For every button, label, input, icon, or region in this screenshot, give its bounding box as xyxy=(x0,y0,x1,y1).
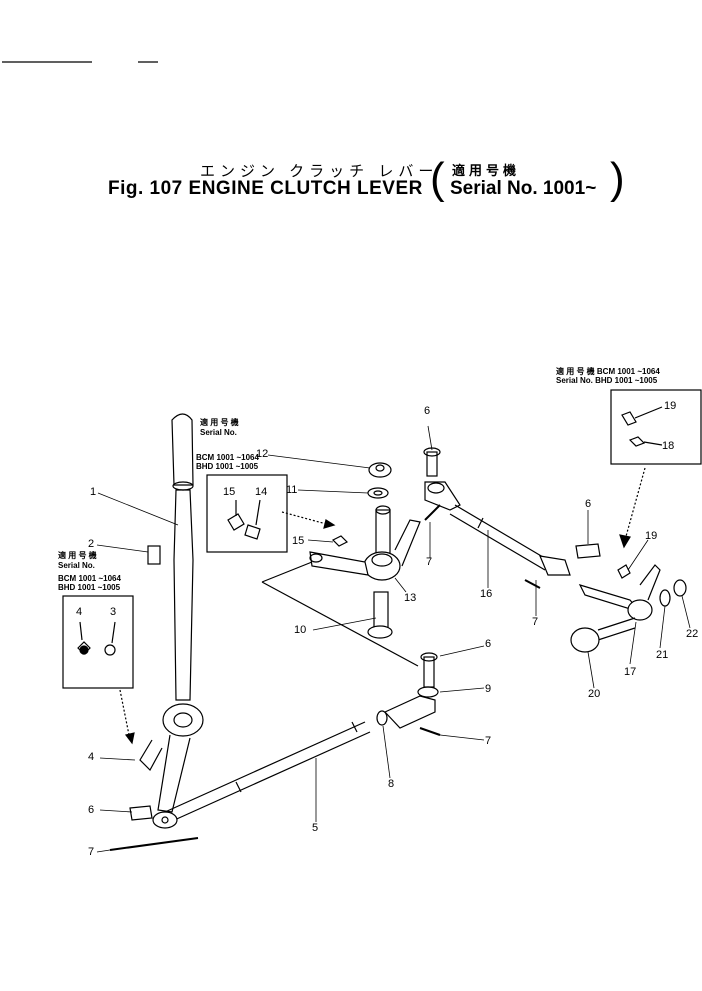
lower-clevis xyxy=(383,652,439,729)
serial-japanese: 適用号機 xyxy=(452,163,521,178)
bellcrank xyxy=(309,505,421,581)
callout-11: 11 xyxy=(286,484,298,496)
callout-6b: 6 xyxy=(424,405,431,417)
note-left-line1: BCM 1001 ~1064 xyxy=(58,574,121,583)
callout-10: 10 xyxy=(294,624,307,636)
callout-21: 21 xyxy=(656,649,669,661)
figure-title: Fig. 107 ENGINE CLUTCH LEVER xyxy=(108,178,423,199)
note-middle-line1: BCM 1001 ~1064 xyxy=(196,453,259,462)
part-15-loose xyxy=(331,535,349,547)
left-paren: ( xyxy=(430,154,445,203)
serial-range: Serial No. 1001~ xyxy=(450,178,597,199)
callout-18: 18 xyxy=(662,440,675,452)
part-12-nut xyxy=(368,462,392,478)
note-box-middle xyxy=(206,474,288,553)
callout-4b: 4 xyxy=(88,751,95,763)
callout-12: 12 xyxy=(256,448,269,460)
title-japanese: エンジン クラッチ レバー xyxy=(200,163,439,180)
callout-4: 4 xyxy=(76,606,83,618)
part-19 xyxy=(621,411,637,426)
callout-16: 16 xyxy=(480,588,493,600)
callout-15b: 15 xyxy=(292,535,305,547)
callout-2: 2 xyxy=(88,538,95,550)
callout-3: 3 xyxy=(110,606,117,618)
note-box-left xyxy=(62,595,134,689)
main-lever xyxy=(139,413,204,813)
upper-linkage xyxy=(423,447,571,576)
part-11-washer xyxy=(367,487,389,499)
callout-9: 9 xyxy=(485,683,492,695)
pin-right xyxy=(575,543,601,559)
callout-19b: 19 xyxy=(645,530,658,542)
note-box-right xyxy=(610,389,702,465)
callout-7a: 7 xyxy=(88,846,95,858)
pin-left xyxy=(129,805,153,821)
callout-7b: 7 xyxy=(426,556,433,568)
lower-rod xyxy=(152,721,371,829)
callout-20: 20 xyxy=(588,688,601,700)
callout-19a: 19 xyxy=(664,400,677,412)
part-3-bolt xyxy=(104,644,116,656)
callout-13: 13 xyxy=(404,592,417,604)
callout-14: 14 xyxy=(255,486,268,498)
callout-7d: 7 xyxy=(485,735,492,747)
note-left-label: Serial No. xyxy=(58,561,95,570)
right-linkage xyxy=(570,564,687,653)
note-right-line2: Serial No. BHD 1001 ~1005 xyxy=(556,376,658,385)
right-paren: ) xyxy=(610,154,625,203)
note-left-jp: 適 用 号 機 xyxy=(58,551,97,560)
callout-6a: 6 xyxy=(88,804,95,816)
plate xyxy=(147,545,161,565)
callout-6c: 6 xyxy=(585,498,592,510)
note-right-line1: 適 用 号 機 BCM 1001 ~1064 xyxy=(556,367,660,376)
callout-7c: 7 xyxy=(532,616,539,628)
part-10-bolt xyxy=(367,591,393,639)
callout-17: 17 xyxy=(624,666,637,678)
part-18 xyxy=(628,436,646,447)
part-8-nut xyxy=(376,710,388,726)
callout-6d: 6 xyxy=(485,638,492,650)
note-middle-label: Serial No. xyxy=(200,428,237,437)
callout-15a: 15 xyxy=(223,486,236,498)
callout-5: 5 xyxy=(312,822,319,834)
callout-22: 22 xyxy=(686,628,699,640)
note-middle-line2: BHD 1001 ~1005 xyxy=(196,462,259,471)
note-middle-jp: 適 用 号 機 xyxy=(200,418,239,427)
note-left-line2: BHD 1001 ~1005 xyxy=(58,583,121,592)
part-15 xyxy=(227,513,245,531)
part-14 xyxy=(244,524,261,540)
callout-8: 8 xyxy=(388,778,395,790)
callout-1: 1 xyxy=(90,486,97,498)
